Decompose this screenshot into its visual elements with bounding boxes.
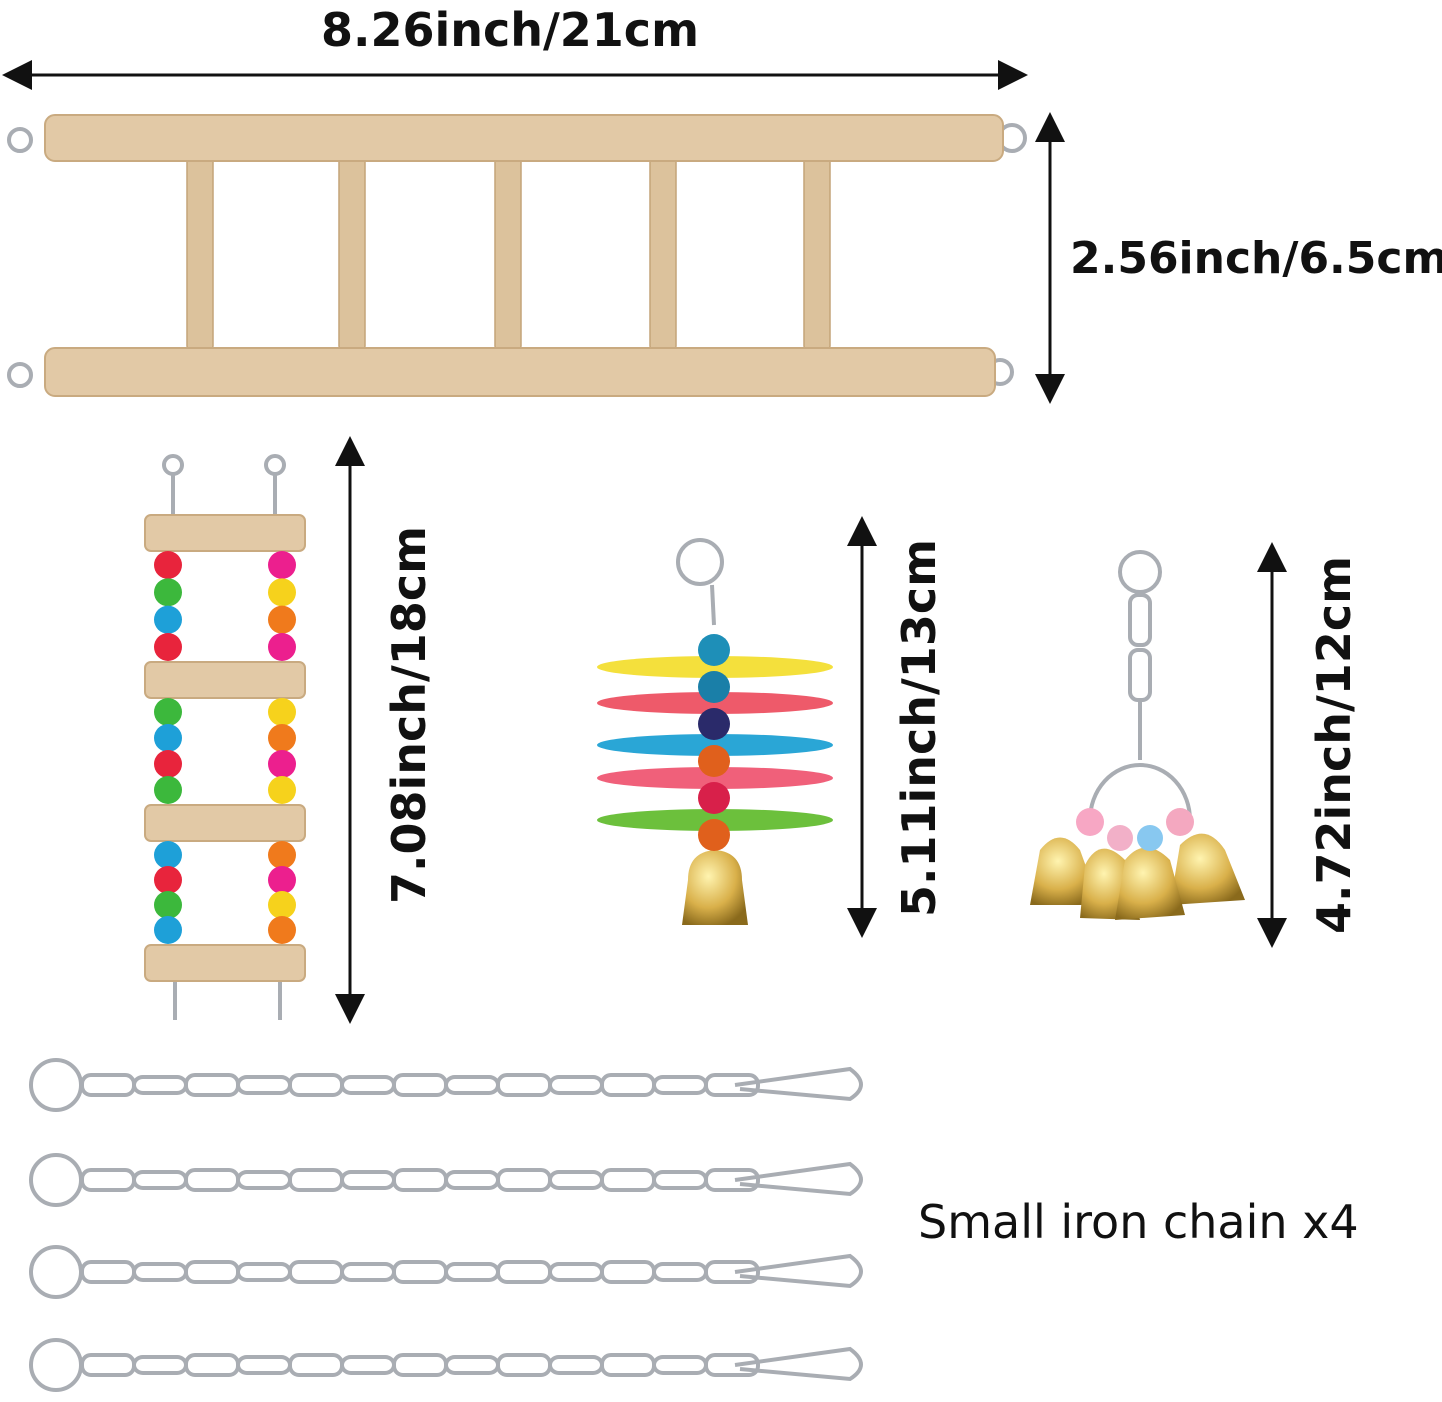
ladder-rung: [494, 157, 522, 351]
bead: [154, 698, 182, 726]
iron-chain: [29, 1338, 863, 1392]
colored-stick: [597, 656, 833, 678]
bead-ladder-rung: [144, 661, 306, 699]
bead: [268, 633, 296, 661]
bead: [698, 745, 730, 777]
bead: [154, 633, 182, 661]
bead: [268, 724, 296, 752]
colored-stick: [597, 767, 833, 789]
bead: [268, 841, 296, 869]
bead: [154, 891, 182, 919]
bead-ladder-rung: [144, 514, 306, 552]
ladder-rung: [186, 157, 214, 351]
bead: [154, 605, 182, 634]
stick-toy-height-label: 5.11inch/13cm: [892, 539, 946, 917]
wooden-ladder: [7, 114, 1027, 397]
iron-chain: [29, 1245, 863, 1299]
bead: [698, 782, 730, 814]
bead: [698, 819, 730, 851]
bead: [698, 708, 730, 740]
bead: [154, 841, 182, 869]
ladder-height-label: 2.56inch/6.5cm: [1070, 233, 1442, 284]
chain-label: Small iron chain x4: [918, 1195, 1359, 1249]
bead-ladder-rung: [144, 804, 306, 842]
ladder-rung: [338, 157, 366, 351]
bead: [268, 916, 296, 944]
iron-chains: [29, 1058, 863, 1392]
bead: [268, 750, 296, 778]
bead: [154, 866, 182, 894]
bead: [698, 634, 730, 666]
bell-toy-height-label: 4.72inch/12cm: [1307, 556, 1361, 934]
iron-chain: [29, 1058, 863, 1112]
bell-toy: [1030, 550, 1245, 920]
bead: [268, 551, 296, 579]
ladder-rung: [803, 157, 831, 351]
bead: [154, 724, 182, 752]
bead: [268, 578, 296, 607]
iron-chain: [29, 1153, 863, 1207]
bead: [154, 750, 182, 778]
stick-toy: [597, 538, 833, 925]
bead: [268, 891, 296, 919]
ladder-rung: [649, 157, 677, 351]
bead-ladder: [144, 454, 306, 1020]
colored-stick: [597, 692, 833, 714]
bead-ladder-height-label: 7.08inch/18cm: [382, 526, 436, 904]
colored-stick: [597, 734, 833, 756]
bead: [268, 866, 296, 894]
bead: [154, 551, 182, 579]
bead: [698, 671, 730, 703]
bead: [154, 776, 182, 804]
bead: [154, 916, 182, 944]
bead: [268, 776, 296, 804]
bead-ladder-rung: [144, 944, 306, 982]
bead: [268, 605, 296, 634]
bead: [154, 578, 182, 607]
bead: [268, 698, 296, 726]
ladder-width-label: 8.26inch/21cm: [321, 3, 699, 57]
